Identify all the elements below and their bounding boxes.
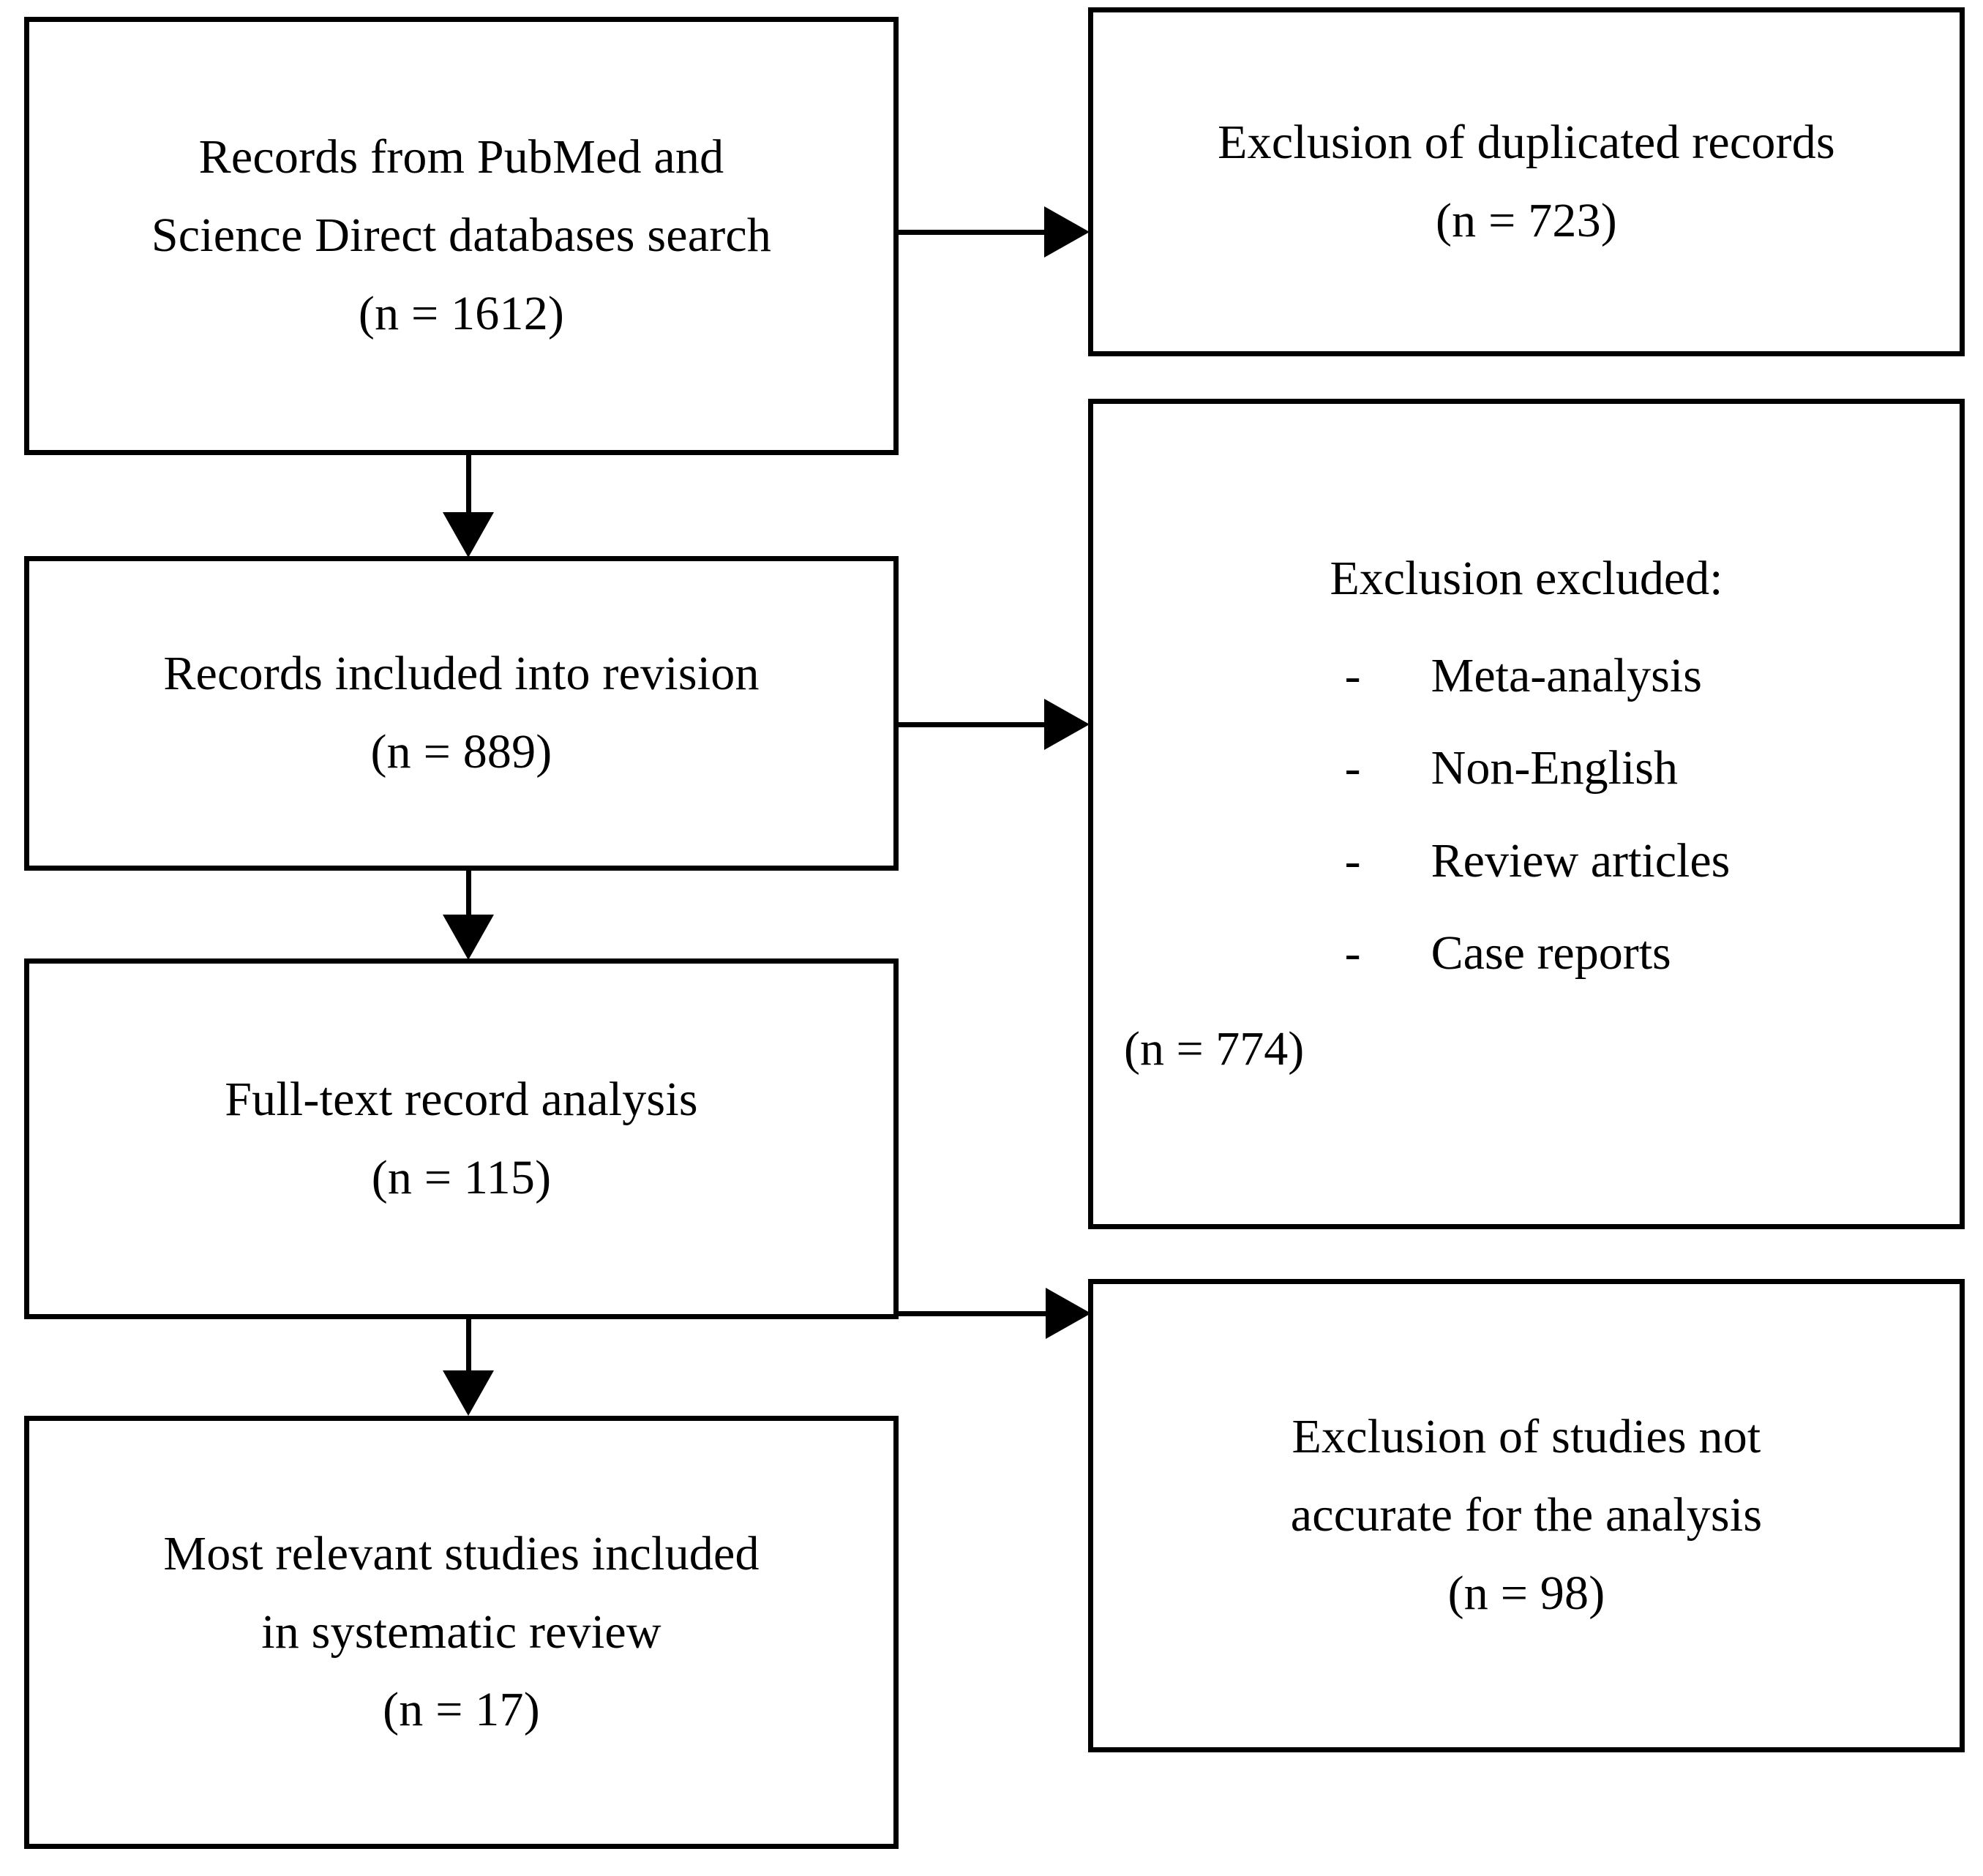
box-exclusion-of-studies-not-accurate-count: (n = 98) <box>1447 1566 1605 1620</box>
connector-line-revision-to-fulltext <box>466 871 471 924</box>
connector-line-fulltext-to-included <box>466 1319 471 1376</box>
box-most-relevant-studies-included: Most relevant studies included in system… <box>24 1416 899 1849</box>
arrow-head-revision-to-fulltext-icon <box>443 915 494 960</box>
exclusion-criteria-item: - Case reports <box>1345 923 1731 984</box>
exclusion-criteria-list: - Meta-analysis - Non-English - Review a… <box>1345 645 1731 1016</box>
box-exclusion-of-duplicated-records: Exclusion of duplicated records (n = 723… <box>1088 7 1965 356</box>
arrow-head-fulltext-to-not-accurate-icon <box>1046 1288 1091 1339</box>
bullet-dash-icon: - <box>1344 648 1361 702</box>
box-exclusion-of-studies-not-accurate-line-2: accurate for the analysis <box>1290 1488 1763 1542</box>
connector-line-search-to-revision <box>466 455 471 521</box>
box-records-included-into-revision-line-1: Records included into revision <box>163 647 760 701</box>
exclusion-criteria-item: - Review articles <box>1345 830 1731 892</box>
exclusion-criteria-count: (n = 774) <box>1124 1022 1305 1076</box>
box-most-relevant-studies-included-line-2: in systematic review <box>261 1605 661 1659</box>
box-exclusion-of-studies-not-accurate-line-1: Exclusion of studies not <box>1292 1410 1761 1464</box>
connector-line-fulltext-to-not-accurate <box>899 1311 1074 1316</box>
box-records-included-into-revision: Records included into revision (n = 889) <box>24 556 899 871</box>
box-records-from-databases-count: (n = 1612) <box>358 286 565 340</box>
bullet-dash-icon: - <box>1344 833 1361 888</box>
bullet-dash-icon: - <box>1344 926 1361 980</box>
connector-line-search-to-duplicates <box>899 230 1071 235</box>
box-records-included-into-revision-count: (n = 889) <box>370 725 552 778</box>
box-full-text-record-analysis: Full-text record analysis (n = 115) <box>24 958 899 1319</box>
connector-line-revision-to-criteria <box>899 722 1071 727</box>
exclusion-criteria-item-label: Review articles <box>1431 833 1731 888</box>
box-most-relevant-studies-included-line-1: Most relevant studies included <box>163 1526 760 1580</box>
arrow-head-search-to-duplicates-icon <box>1044 206 1090 258</box>
arrow-head-fulltext-to-included-icon <box>443 1370 494 1416</box>
box-most-relevant-studies-included-count: (n = 17) <box>383 1683 540 1737</box>
box-exclusion-of-duplicated-records-line-1: Exclusion of duplicated records <box>1218 115 1835 169</box>
box-exclusion-of-duplicated-records-count: (n = 723) <box>1436 193 1617 247</box>
box-full-text-record-analysis-count: (n = 115) <box>371 1150 552 1204</box>
box-full-text-record-analysis-line-1: Full-text record analysis <box>225 1072 698 1126</box>
box-records-from-databases-line-1: Records from PubMed and <box>198 130 724 184</box>
box-exclusion-of-studies-not-accurate: Exclusion of studies not accurate for th… <box>1088 1279 1965 1752</box>
arrow-head-search-to-revision-icon <box>443 512 494 558</box>
exclusion-criteria-item-label: Meta-analysis <box>1431 648 1702 702</box>
exclusion-criteria-item-label: Non-English <box>1431 741 1678 795</box>
exclusion-criteria-heading: Exclusion excluded: <box>1330 551 1723 605</box>
box-exclusion-criteria: Exclusion excluded: - Meta-analysis - No… <box>1088 399 1965 1229</box>
exclusion-criteria-content: Exclusion excluded: - Meta-analysis - No… <box>1093 547 1960 1081</box>
box-records-from-databases-line-2: Science Direct databases search <box>151 209 772 263</box>
exclusion-criteria-item-label: Case reports <box>1431 926 1671 980</box>
bullet-dash-icon: - <box>1344 741 1361 795</box>
box-records-from-databases: Records from PubMed and Science Direct d… <box>24 17 899 455</box>
arrow-head-revision-to-criteria-icon <box>1044 699 1090 750</box>
exclusion-criteria-item: - Meta-analysis <box>1345 645 1731 707</box>
exclusion-criteria-item: - Non-English <box>1345 738 1731 799</box>
